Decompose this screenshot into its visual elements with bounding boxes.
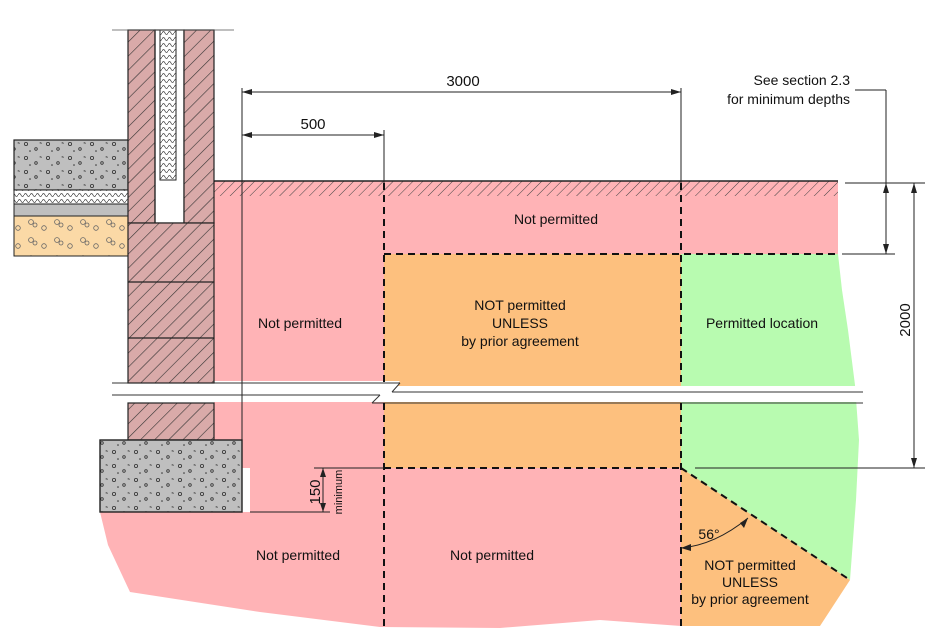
dimension-lines [241, 88, 925, 513]
cond-wedge-line-2: UNLESS [722, 574, 778, 590]
top-band-label: Not permitted [514, 211, 598, 227]
dim-150-label: 150 [307, 479, 324, 504]
cond-center-line-1: NOT permitted [474, 297, 566, 313]
cavity-insulation [159, 29, 177, 181]
ground-surface-hatch [214, 181, 838, 196]
outer-wall-leaf [183, 29, 215, 224]
dim-500-label: 500 [300, 116, 325, 133]
cond-center-line-2: UNLESS [492, 315, 548, 331]
concrete-footing [99, 439, 243, 513]
cond-center-line-3: by prior agreement [461, 333, 579, 349]
zone-boundaries [383, 183, 851, 628]
cond-wedge-line-1: NOT permitted [704, 557, 796, 573]
note-labels: See section 2.3 for minimum depths [727, 72, 850, 107]
dim-2000-label: 2000 [897, 303, 914, 336]
conditional-center-zone [384, 254, 681, 468]
top-band-zone [384, 183, 838, 254]
permitted-label: Permitted location [706, 315, 818, 331]
floor-slab [13, 139, 129, 191]
dimension-arrows [242, 89, 917, 512]
break-band [112, 381, 863, 404]
inner-wall-leaf [127, 29, 156, 224]
floor-screed [13, 203, 129, 217]
bottom-center-label: Not permitted [450, 547, 534, 563]
foundation-masonry [127, 222, 215, 384]
permitted-zone [681, 254, 859, 580]
bottom-left-label: Not permitted [256, 547, 340, 563]
angle-label: 56° [698, 526, 719, 542]
cond-wedge-line-3: by prior agreement [691, 591, 809, 607]
dimension-labels: 3000 500 2000 150 minimum 56° [300, 73, 914, 542]
dim-minimum-label: minimum [333, 470, 345, 515]
floor-insulation [13, 189, 129, 205]
sand-bed [13, 215, 129, 257]
note-line-2: for minimum depths [727, 91, 850, 107]
dim-3000-label: 3000 [446, 73, 479, 90]
bottom-not-permitted-zone [100, 468, 681, 628]
foundation-masonry-lower [127, 402, 215, 441]
zone-labels: Not permitted Not permitted NOT permitte… [256, 211, 818, 607]
building-wall [13, 29, 243, 513]
left-column-label: Not permitted [258, 315, 342, 331]
note-line-1: See section 2.3 [753, 72, 850, 88]
conditional-wedge-zone [681, 468, 850, 626]
